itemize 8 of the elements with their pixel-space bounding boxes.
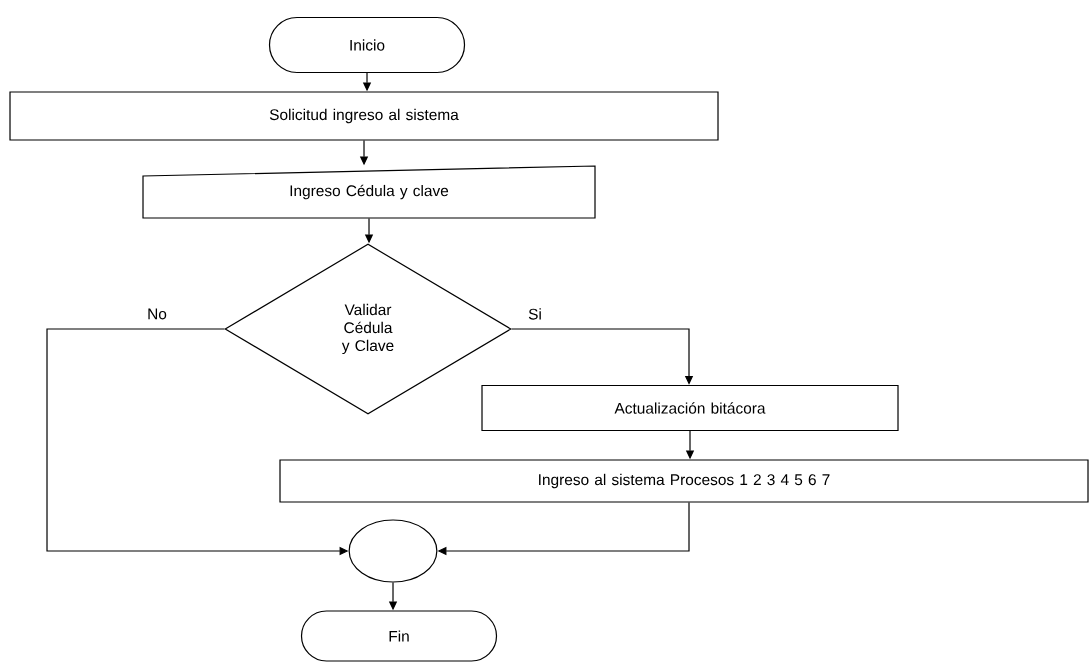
process-box: Solicitud ingreso al sistema (9, 91, 719, 141)
manual-input-box: Ingreso Cédula y clave (142, 165, 596, 219)
edge-label: No (148, 308, 167, 320)
connector-circle (348, 519, 438, 583)
process-box: Ingreso al sistema Procesos 1 2 3 4 5 6 7 (279, 459, 1089, 503)
process-box: Actualización bitácora (481, 384, 899, 432)
arrow (511, 328, 694, 385)
edge-label: Si (528, 308, 541, 320)
